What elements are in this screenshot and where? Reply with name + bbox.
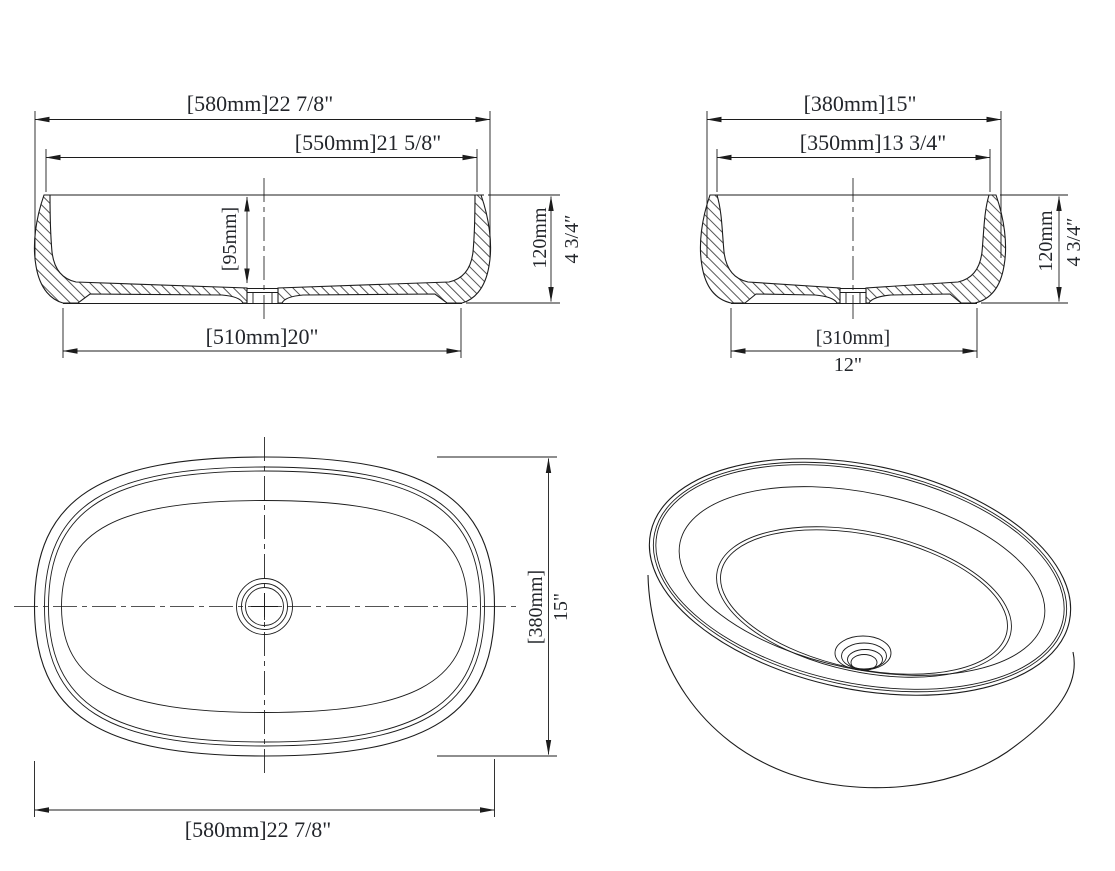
- iso-rim-edge-inner: [655, 464, 1065, 690]
- iso-drain: [834, 635, 892, 671]
- plan-view: [380mm] 15" [580mm]22 7/8": [14, 437, 572, 842]
- front-dim-height: 120mm 4 3/4″: [466, 194, 583, 304]
- side-dim-overall-depth: [380mm]15": [706, 91, 1002, 258]
- iso-rim-outer: [648, 458, 1072, 696]
- side-dim-height: 120mm 4 3/4″: [981, 194, 1085, 304]
- isometric-view: [647, 458, 1075, 789]
- dim-label-side-base-depth-in: 12": [834, 354, 862, 376]
- dim-label-plan-depth-mm: [380mm]: [525, 570, 547, 644]
- front-section-view: [580mm]22 7/8" [550mm]21 5/8" [95mm] 120…: [33, 91, 583, 358]
- front-dim-overall-width: [580mm]22 7/8": [34, 91, 491, 258]
- dim-label-side-rim-inner-depth: [350mm]13 3/4": [800, 130, 946, 155]
- iso-inner-wall-top: [678, 486, 1046, 676]
- front-left-wall-section: [33, 194, 248, 304]
- dim-label-front-bowl-depth: [95mm]: [219, 207, 241, 271]
- front-dim-rim-inner-width: [550mm]21 5/8": [45, 130, 478, 192]
- side-dim-base-depth: [310mm] 12": [730, 308, 978, 376]
- iso-drain-hole: [850, 654, 878, 671]
- dim-label-plan-depth-in: 15": [550, 593, 572, 621]
- side-section-view: [380mm]15" [350mm]13 3/4" 120mm 4 3/4″ […: [699, 91, 1085, 376]
- side-dim-rim-inner-depth: [350mm]13 3/4": [716, 130, 991, 192]
- iso-drain-ring-3: [847, 649, 883, 670]
- iso-drain-ring-2: [841, 642, 887, 670]
- dim-label-side-base-depth-mm: [310mm]: [816, 327, 890, 349]
- side-right-wall-section: [865, 194, 1007, 304]
- dim-label-side-overall-depth: [380mm]15": [804, 91, 917, 116]
- dim-label-plan-overall-width: [580mm]22 7/8": [185, 817, 331, 842]
- plan-bowl-bottom-contour: [61, 500, 468, 713]
- dim-label-front-base-width: [510mm]20": [206, 324, 319, 349]
- plan-dim-overall-width: [580mm]22 7/8": [34, 759, 495, 842]
- iso-bowl-bottom-outer: [716, 526, 1012, 678]
- dim-label-front-height-mm: 120mm: [529, 207, 551, 269]
- iso-rim-group: [648, 458, 1072, 696]
- front-dim-bowl-depth: [95mm]: [219, 196, 250, 284]
- front-right-wall-section: [277, 194, 492, 304]
- dim-label-side-height-in: 4 3/4″: [1063, 218, 1085, 267]
- iso-rim-edge-outer: [652, 461, 1068, 693]
- front-dim-base-width: [510mm]20": [62, 308, 462, 358]
- dim-label-front-overall-width: [580mm]22 7/8": [187, 91, 333, 116]
- dim-label-side-height-mm: 120mm: [1035, 210, 1057, 272]
- iso-bowl-bottom-inner: [720, 529, 1008, 675]
- plan-dim-overall-depth: [380mm] 15": [437, 456, 572, 757]
- plan-rim-edge-inner: [48, 470, 481, 743]
- iso-drain-ring-1: [834, 635, 892, 671]
- dim-label-front-rim-inner-width: [550mm]21 5/8": [295, 130, 441, 155]
- dim-label-front-height-in: 4 3/4″: [561, 215, 583, 264]
- side-left-wall-section: [699, 194, 841, 304]
- iso-body-silhouette: [647, 574, 1075, 789]
